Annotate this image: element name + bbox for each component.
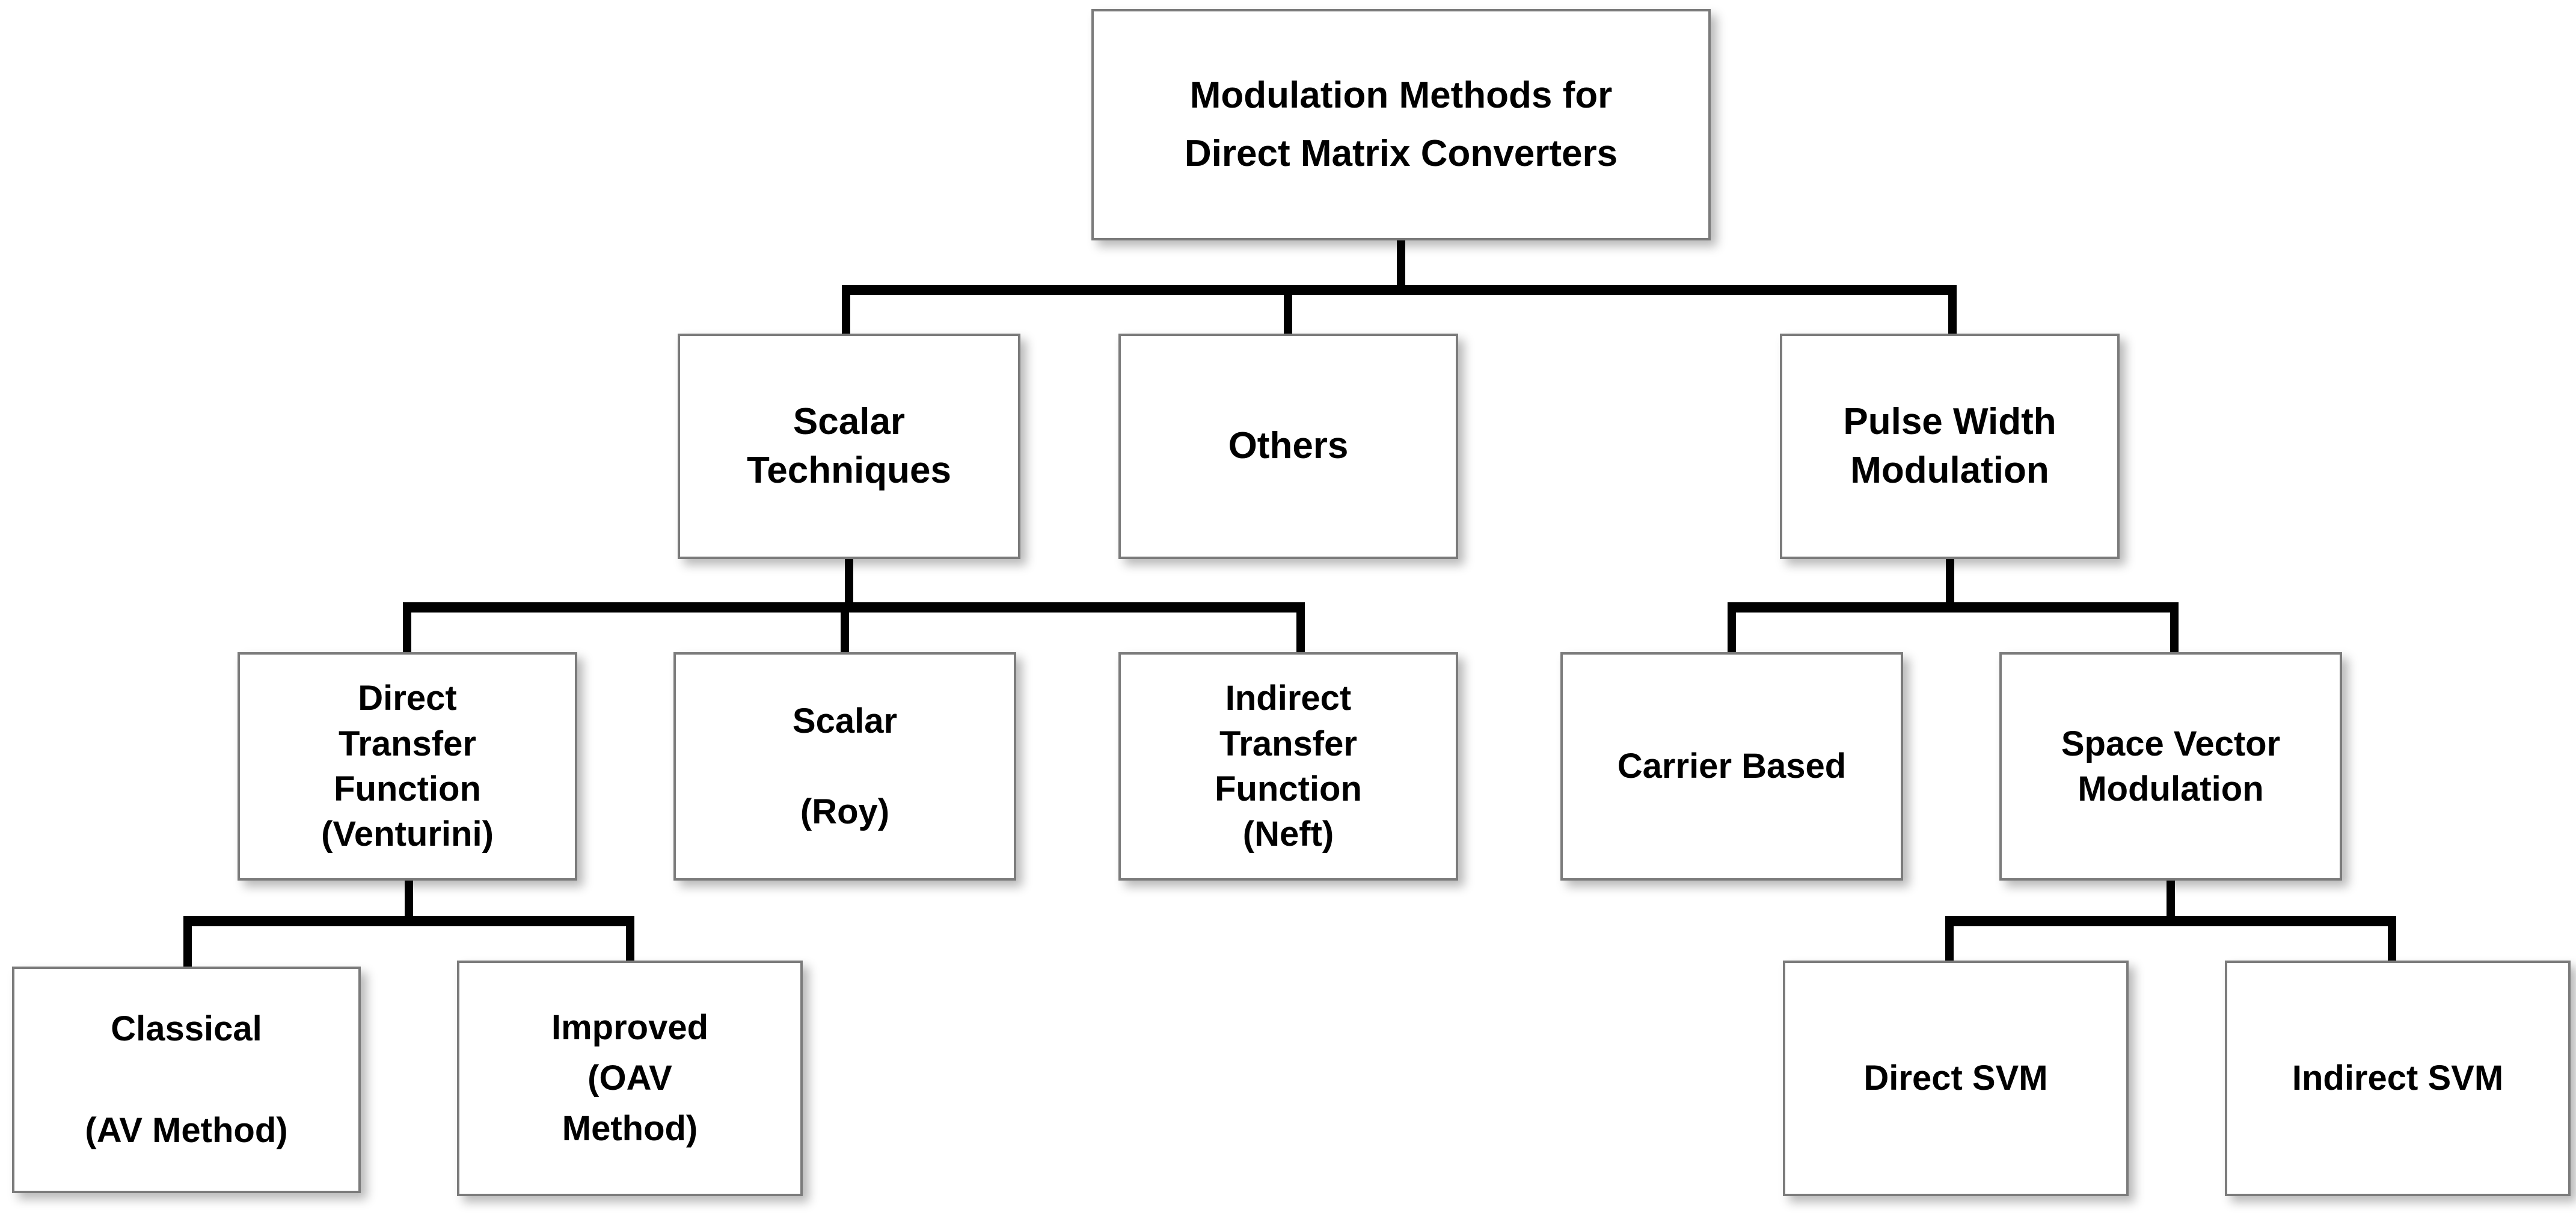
- node-space-vector-modulation-label: Space Vector Modulation: [2061, 724, 2281, 808]
- connector-pulse-width-modulation-stem: [1946, 559, 1954, 607]
- connector-drop-indirect-transfer-function: [1296, 602, 1305, 653]
- node-carrier-based[interactable]: Carrier Based: [1560, 652, 1903, 881]
- node-space-vector-modulation[interactable]: Space Vector Modulation: [1999, 652, 2342, 881]
- connector-drop-indirect-svm: [2388, 916, 2396, 964]
- node-improved-oav[interactable]: Improved (OAV Method): [457, 961, 803, 1196]
- node-direct-transfer-function[interactable]: Direct Transfer Function (Venturini): [238, 652, 577, 881]
- connector-scalar-techniques-bus: [403, 602, 1305, 613]
- connector-drop-space-vector-modulation: [2170, 602, 2179, 653]
- connector-direct-transfer-function-bus: [183, 916, 634, 926]
- connector-drop-pulse-width-modulation: [1948, 285, 1957, 335]
- node-root-label: Modulation Methods for Direct Matrix Con…: [1184, 75, 1618, 174]
- node-scalar-techniques[interactable]: Scalar Techniques: [678, 334, 1020, 559]
- connector-drop-direct-transfer-function: [403, 602, 411, 653]
- node-direct-svm[interactable]: Direct SVM: [1783, 961, 2129, 1196]
- node-carrier-based-label: Carrier Based: [1617, 747, 1847, 786]
- node-indirect-svm[interactable]: Indirect SVM: [2225, 961, 2571, 1196]
- connector-space-vector-modulation-bus: [1945, 916, 2396, 926]
- connector-level2-bus: [842, 285, 1957, 295]
- node-pulse-width-modulation-label: Pulse Width Modulation: [1843, 400, 2056, 491]
- node-direct-svm-label: Direct SVM: [1863, 1058, 2048, 1098]
- node-classical-av[interactable]: Classical (AV Method): [12, 967, 361, 1193]
- node-scalar-roy[interactable]: Scalar (Roy): [673, 652, 1016, 881]
- connector-pulse-width-modulation-bus: [1728, 602, 2179, 613]
- connector-drop-carrier-based: [1728, 602, 1736, 653]
- node-scalar-techniques-label: Scalar Techniques: [747, 400, 951, 491]
- connector-scalar-techniques-stem: [845, 559, 853, 607]
- connector-drop-improved-oav: [626, 916, 634, 964]
- connector-drop-scalar-roy: [841, 602, 849, 653]
- node-pulse-width-modulation[interactable]: Pulse Width Modulation: [1780, 334, 2120, 559]
- node-indirect-transfer-function[interactable]: Indirect Transfer Function (Neft): [1118, 652, 1458, 881]
- node-scalar-roy-label: Scalar (Roy): [792, 701, 898, 831]
- node-indirect-svm-label: Indirect SVM: [2292, 1058, 2504, 1098]
- node-classical-av-label: Classical (AV Method): [85, 1009, 288, 1150]
- connector-root-stem: [1397, 240, 1405, 290]
- connector-drop-classical-av: [183, 916, 192, 969]
- node-others-label: Others: [1228, 425, 1349, 467]
- node-others[interactable]: Others: [1118, 334, 1458, 559]
- connector-space-vector-modulation-stem: [2167, 881, 2175, 921]
- connector-drop-scalar-techniques: [842, 285, 850, 335]
- node-improved-oav-label: Improved (OAV Method): [551, 1007, 709, 1149]
- connector-direct-transfer-function-stem: [405, 881, 413, 921]
- node-direct-transfer-function-label: Direct Transfer Function (Venturini): [321, 679, 494, 854]
- connector-drop-direct-svm: [1945, 916, 1954, 964]
- node-root[interactable]: Modulation Methods for Direct Matrix Con…: [1091, 9, 1711, 240]
- connector-drop-others: [1284, 285, 1292, 335]
- node-indirect-transfer-function-label: Indirect Transfer Function (Neft): [1215, 679, 1362, 854]
